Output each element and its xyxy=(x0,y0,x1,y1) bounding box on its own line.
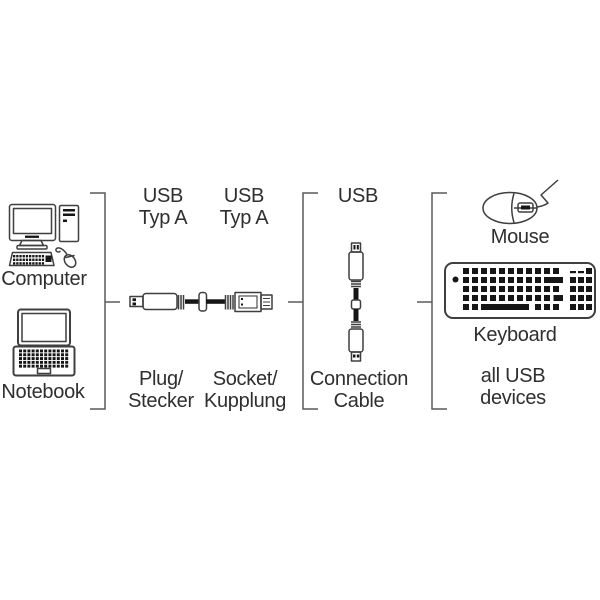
notebook-icon xyxy=(12,308,76,377)
usb-connection-cable-icon xyxy=(348,242,364,362)
middle-bracket xyxy=(288,192,318,410)
all-usb-devices-label: all USB devices xyxy=(480,365,546,409)
mouse-label: Mouse xyxy=(490,226,550,248)
usb-label: USB xyxy=(337,185,379,207)
socket-kupplung-label: Socket/ Kupplung xyxy=(203,368,287,412)
keyboard-label: Keyboard xyxy=(473,324,557,346)
usb-type-a-plug-label: USB Typ A xyxy=(138,185,188,229)
usb-type-a-socket-label: USB Typ A xyxy=(219,185,269,229)
usb-extension-cable-icon xyxy=(129,291,273,313)
connection-cable-label: Connection Cable xyxy=(309,368,409,412)
left-bracket xyxy=(90,192,120,410)
mouse-icon xyxy=(482,179,559,225)
notebook-label: Notebook xyxy=(1,381,85,403)
right-bracket xyxy=(417,192,447,410)
computer-label: Computer xyxy=(1,268,87,290)
plug-stecker-label: Plug/ Stecker xyxy=(128,368,194,412)
keyboard-icon xyxy=(444,262,596,319)
desktop-computer-icon xyxy=(8,203,80,268)
